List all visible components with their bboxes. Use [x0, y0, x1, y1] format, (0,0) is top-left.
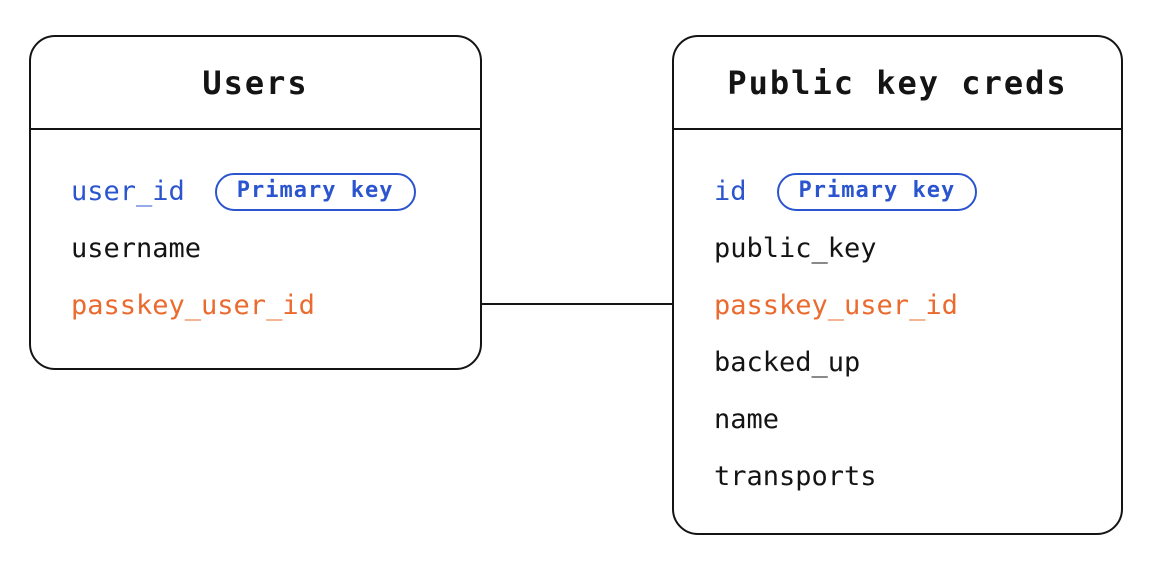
relationship-line — [480, 303, 674, 305]
field-name: public_key — [714, 233, 877, 264]
public-key-creds-table-header: Public key creds — [674, 37, 1121, 130]
public-key-creds-table: Public key creds id Primary key public_key… — [672, 35, 1123, 535]
users-table: Users user_id Primary key username passkey_… — [29, 35, 482, 370]
table-row: passkey_user_id — [71, 277, 442, 334]
public-key-creds-table-title: Public key creds — [727, 63, 1068, 102]
field-name: backed_up — [714, 347, 861, 378]
table-row: public_key — [714, 220, 1083, 277]
table-row: backed_up — [714, 334, 1083, 391]
field-name: id — [714, 176, 747, 207]
field-name: user_id — [71, 176, 185, 207]
table-row: username — [71, 220, 442, 277]
users-table-rows: user_id Primary key username passkey_user_i… — [31, 130, 480, 334]
field-name: name — [714, 404, 780, 435]
table-row: name — [714, 391, 1083, 448]
field-name: username — [71, 233, 202, 264]
table-row: transports — [714, 448, 1083, 505]
users-table-header: Users — [31, 37, 480, 130]
table-row: user_id Primary key — [71, 163, 442, 220]
table-row: passkey_user_id — [714, 277, 1083, 334]
users-table-title: Users — [202, 63, 309, 102]
primary-key-badge: Primary key — [776, 172, 978, 211]
field-name: passkey_user_id — [71, 290, 315, 321]
field-name: passkey_user_id — [714, 290, 958, 321]
table-row: id Primary key — [714, 163, 1083, 220]
primary-key-badge: Primary key — [214, 172, 416, 211]
field-name: transports — [714, 461, 877, 492]
